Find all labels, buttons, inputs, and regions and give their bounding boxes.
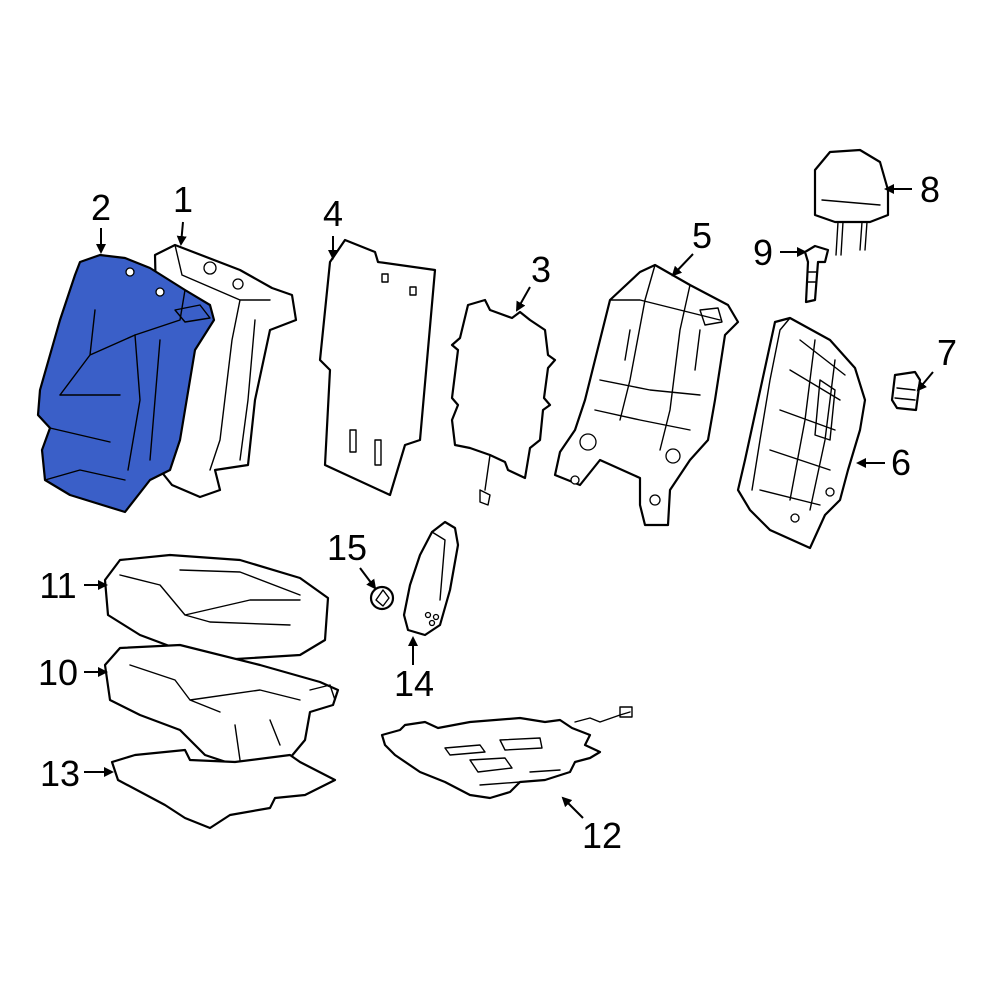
part-9-headrest-guide[interactable] [803,244,830,304]
part-15-cap[interactable] [369,585,395,611]
part-12-cushion-mat[interactable] [380,706,633,800]
callout-9: 9 [753,232,773,273]
part-4-pad-sheet[interactable] [318,238,437,497]
callout-6: 6 [891,442,911,483]
callout-14: 14 [394,663,434,704]
part-8-headrest[interactable] [813,148,890,256]
callout-3: 3 [531,249,551,290]
callout-4: 4 [323,193,343,234]
part-13-cushion-sheet[interactable] [110,748,337,830]
part-14-armrest[interactable] [402,520,460,637]
part-5-seat-back-frame[interactable] [553,263,740,527]
callout-10: 10 [38,652,78,693]
part-3-spring-mat[interactable] [450,298,557,506]
callout-15: 15 [327,527,367,568]
part-6-back-board[interactable] [736,316,867,550]
callout-7: 7 [937,332,957,373]
callout-labels: 1 2 3 4 5 6 7 8 9 10 11 12 13 14 15 [38,169,957,856]
callout-12: 12 [582,815,622,856]
part-2-seat-back-cover[interactable] [36,253,216,514]
callout-1: 1 [173,179,193,220]
callout-2: 2 [91,187,111,228]
part-10-cushion-pad[interactable] [103,643,340,767]
callout-11: 11 [39,565,76,606]
part-7-clip[interactable] [890,370,922,412]
callout-13: 13 [40,753,80,794]
part-11-cushion-cover[interactable] [103,553,330,662]
callout-leaders [84,184,934,819]
callout-5: 5 [692,215,712,256]
callout-8: 8 [920,169,940,210]
